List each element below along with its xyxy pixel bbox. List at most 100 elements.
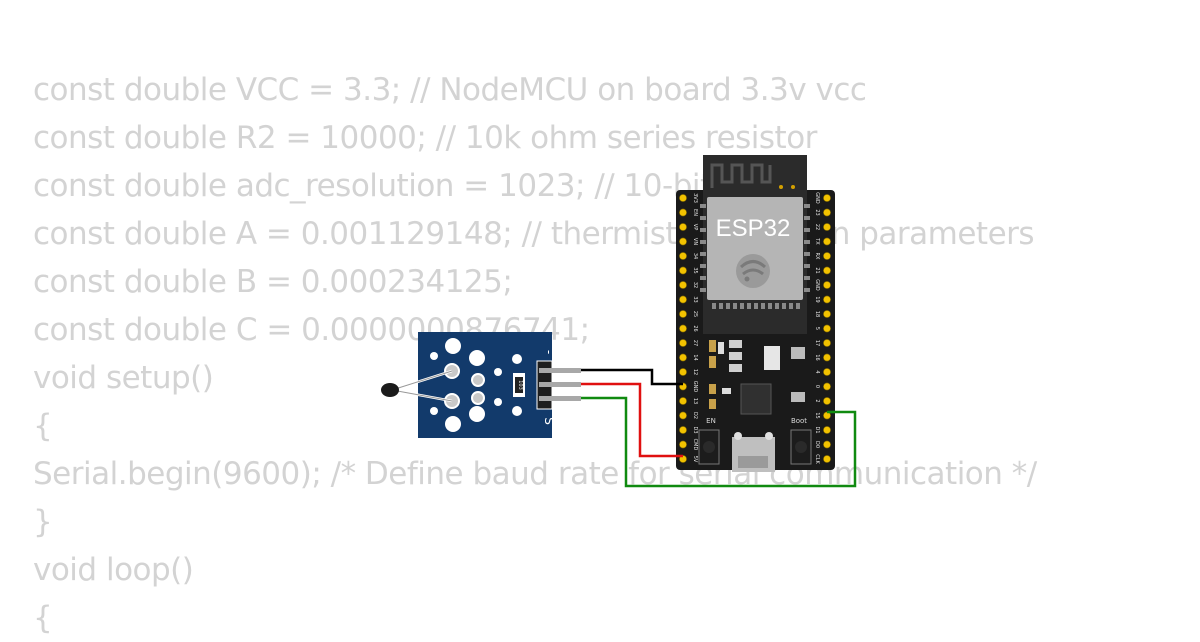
pad (512, 406, 522, 416)
left-pin[interactable] (679, 339, 687, 347)
module-pad (754, 303, 758, 309)
right-pin[interactable] (823, 208, 831, 217)
module-pad (804, 276, 810, 280)
left-pin[interactable] (679, 281, 687, 289)
right-pin-label: RX (814, 253, 820, 260)
right-pin[interactable] (823, 252, 831, 260)
module-pad (775, 303, 779, 309)
module-pad (700, 252, 706, 256)
right-pin[interactable] (823, 324, 831, 333)
right-pin-label: TX (814, 237, 820, 245)
mount-hole (445, 416, 461, 432)
sensor-pin-signal[interactable] (539, 396, 581, 401)
boot-label: Boot (791, 417, 807, 425)
pad (430, 407, 438, 415)
module-pad (726, 303, 730, 309)
sensor-pin-gnd[interactable] (539, 368, 581, 373)
smd-resistor-body (515, 377, 523, 393)
module-pad (733, 303, 737, 309)
en-button[interactable] (698, 429, 720, 465)
espressif-logo-icon (736, 254, 770, 288)
left-pin-label: GND (692, 381, 698, 393)
right-pin-label: 18 (814, 311, 820, 317)
pad (494, 398, 502, 406)
voltage-regulator (764, 346, 780, 370)
right-pin[interactable] (823, 440, 831, 449)
boot-button[interactable] (790, 429, 812, 465)
code-line: { (33, 600, 53, 636)
right-pin-label: 4 (814, 370, 820, 373)
module-pad (700, 240, 706, 244)
minus-label: - (542, 350, 556, 354)
wire-signal[interactable] (581, 396, 857, 488)
resistor-label: 103 (517, 380, 523, 390)
right-pin[interactable] (823, 237, 831, 246)
left-pin[interactable] (679, 252, 687, 260)
left-pin-label: VN (692, 238, 698, 245)
sensor-pin-vcc[interactable] (539, 382, 581, 387)
module-pad (782, 303, 786, 309)
right-pin[interactable] (823, 266, 831, 275)
left-pin[interactable] (679, 411, 687, 420)
left-pin-label: 12 (692, 369, 698, 375)
module-pad (804, 252, 810, 256)
wire-vcc[interactable] (581, 382, 683, 458)
right-pin-label: 17 (814, 340, 820, 346)
right-pin[interactable] (823, 310, 831, 318)
right-pin[interactable] (823, 295, 831, 304)
esp32-board[interactable]: ESP32 EN Boot (676, 155, 835, 472)
left-pin[interactable] (679, 324, 687, 333)
antenna-area (703, 155, 807, 195)
right-pin-label: 16 (814, 354, 820, 360)
mount-hole (469, 406, 485, 422)
right-pin[interactable] (823, 368, 831, 376)
module-pad (700, 288, 706, 292)
left-pin[interactable] (679, 266, 687, 275)
module-pad (804, 288, 810, 292)
module-pad (768, 303, 772, 309)
module-pad (804, 264, 810, 268)
left-pin-label: 34 (692, 253, 698, 259)
module-pad (796, 303, 800, 309)
left-pin[interactable] (679, 353, 687, 362)
left-pin[interactable] (679, 440, 687, 449)
usb-uart-chip (740, 383, 772, 415)
left-pin[interactable] (679, 368, 687, 376)
wire-gnd[interactable] (581, 368, 683, 386)
right-pin[interactable] (823, 382, 831, 391)
module-pad (804, 204, 810, 208)
left-pin-label: 13 (692, 398, 698, 404)
right-pin-label: 5 (814, 327, 820, 330)
right-pin[interactable] (823, 281, 831, 289)
right-pin-label: 15 (814, 412, 820, 418)
code-line: const double adc_resolution = 1023; // 1… (33, 168, 776, 204)
right-pin-label: D1 (814, 426, 820, 433)
left-pin[interactable] (679, 208, 687, 217)
right-pin[interactable] (823, 339, 831, 347)
usb-port[interactable] (732, 432, 775, 472)
pad (512, 354, 522, 364)
left-pin[interactable] (679, 426, 687, 434)
left-pin-label: 5V (692, 456, 698, 463)
left-pin[interactable] (679, 295, 687, 304)
right-pin[interactable] (823, 426, 831, 434)
left-pin-label: D2 (692, 412, 698, 419)
left-pin[interactable] (679, 397, 687, 405)
right-pin[interactable] (823, 353, 831, 362)
right-pin[interactable] (823, 223, 831, 231)
module-pad (700, 264, 706, 268)
left-pin-label: 3V3 (692, 193, 698, 203)
thermistor-bead-icon (381, 383, 399, 397)
left-pin[interactable] (679, 310, 687, 318)
right-pin[interactable] (823, 194, 831, 202)
left-pin[interactable] (679, 194, 687, 202)
code-line: } (33, 504, 53, 540)
right-pin-label: D0 (814, 441, 820, 448)
left-pin[interactable] (679, 237, 687, 246)
pad (430, 352, 438, 360)
right-pin[interactable] (823, 397, 831, 405)
code-listing: const double VCC = 3.3; // NodeMCU on bo… (33, 66, 1037, 642)
left-pin[interactable] (679, 223, 687, 231)
right-pin[interactable] (823, 455, 831, 463)
thermistor-sensor-module[interactable]: 103 - S (381, 332, 581, 438)
